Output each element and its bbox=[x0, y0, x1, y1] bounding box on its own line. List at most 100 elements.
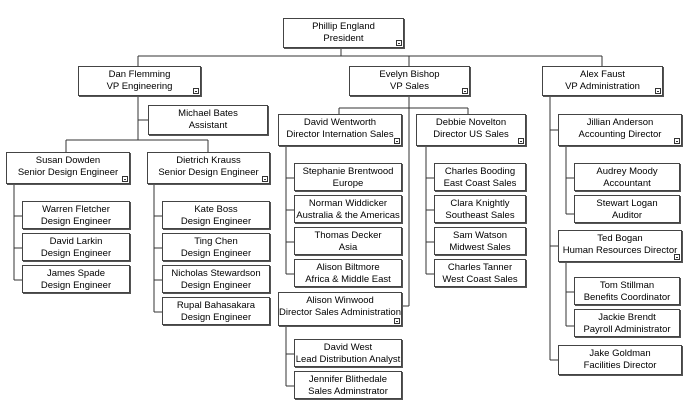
node-david-wentworth[interactable]: David Wentworth Director Internation Sal… bbox=[278, 114, 402, 146]
node-thomas-decker[interactable]: Thomas Decker Asia bbox=[294, 227, 402, 255]
node-jackie-brendt[interactable]: Jackie Brendt Payroll Administrator bbox=[574, 309, 680, 337]
node-sam-watson[interactable]: Sam Watson Midwest Sales bbox=[434, 227, 526, 255]
node-title: President bbox=[323, 33, 364, 44]
node-name: Jake Goldman bbox=[589, 348, 651, 359]
node-name: Sam Watson bbox=[452, 230, 508, 241]
node-stephanie-brentwood[interactable]: Stephanie Brentwood Europe bbox=[294, 163, 402, 191]
node-title: Design Engineer bbox=[40, 216, 112, 227]
node-alex-faust[interactable]: Alex Faust VP Administration bbox=[542, 66, 663, 96]
node-jennifer-blithedale[interactable]: Jennifer Blithedale Sales Adminstrator bbox=[294, 371, 402, 399]
node-name: Alex Faust bbox=[580, 69, 625, 80]
node-name: Stewart Logan bbox=[596, 198, 658, 209]
node-name: Jillian Anderson bbox=[586, 117, 654, 128]
node-title: Asia bbox=[338, 242, 358, 253]
node-alison-winwood[interactable]: Alison Winwood Director Sales Administra… bbox=[278, 292, 402, 326]
node-name: Alison Biltmore bbox=[316, 262, 380, 273]
node-name: Stephanie Brentwood bbox=[302, 166, 394, 177]
node-jake-goldman[interactable]: Jake Goldman Facilities Director bbox=[558, 345, 682, 375]
node-charles-booding[interactable]: Charles Booding East Coast Sales bbox=[434, 163, 526, 191]
node-audrey-moody[interactable]: Audrey Moody Accountant bbox=[574, 163, 680, 191]
node-title: West Coast Sales bbox=[442, 274, 518, 285]
node-title: Sales Adminstrator bbox=[308, 386, 388, 397]
node-name: Charles Booding bbox=[444, 166, 516, 177]
node-rupal-bahasakara[interactable]: Rupal Bahasakara Design Engineer bbox=[162, 297, 270, 325]
node-title: Accounting Director bbox=[578, 129, 662, 140]
node-title: East Coast Sales bbox=[443, 178, 517, 189]
collapse-icon[interactable] bbox=[193, 88, 199, 94]
node-title: Facilities Director bbox=[583, 360, 657, 371]
node-michael-bates[interactable]: Michael Bates Assistant bbox=[148, 105, 268, 135]
node-title: Auditor bbox=[611, 210, 643, 221]
node-title: Southeast Sales bbox=[445, 210, 515, 221]
node-name: David West bbox=[323, 342, 373, 353]
node-kate-boss[interactable]: Kate Boss Design Engineer bbox=[162, 201, 270, 229]
node-dietrich-krauss[interactable]: Dietrich Krauss Senior Design Engineer bbox=[147, 152, 270, 184]
node-clara-knightly[interactable]: Clara Knightly Southeast Sales bbox=[434, 195, 526, 223]
node-name: Phillip England bbox=[312, 21, 375, 32]
node-title: Midwest Sales bbox=[449, 242, 511, 253]
node-name: James Spade bbox=[46, 268, 106, 279]
collapse-icon[interactable] bbox=[462, 88, 468, 94]
node-warren-fletcher[interactable]: Warren Fletcher Design Engineer bbox=[22, 201, 130, 229]
node-name: Norman Widdicker bbox=[308, 198, 388, 209]
collapse-icon[interactable] bbox=[394, 318, 400, 324]
node-james-spade[interactable]: James Spade Design Engineer bbox=[22, 265, 130, 293]
node-name: David Larkin bbox=[49, 236, 103, 247]
collapse-icon[interactable] bbox=[674, 138, 680, 144]
node-title: Senior Design Engineer bbox=[17, 167, 119, 178]
collapse-icon[interactable] bbox=[518, 138, 524, 144]
node-title: Design Engineer bbox=[180, 280, 252, 291]
node-stewart-logan[interactable]: Stewart Logan Auditor bbox=[574, 195, 680, 223]
node-title: Design Engineer bbox=[180, 248, 252, 259]
node-title: VP Sales bbox=[390, 81, 429, 92]
node-name: David Wentworth bbox=[303, 117, 377, 128]
collapse-icon[interactable] bbox=[394, 138, 400, 144]
node-norman-widdicker[interactable]: Norman Widdicker Australia & the America… bbox=[294, 195, 402, 223]
node-name: Audrey Moody bbox=[596, 166, 658, 177]
node-name: Charles Tanner bbox=[447, 262, 513, 273]
node-title: Design Engineer bbox=[40, 280, 112, 291]
node-alison-biltmore[interactable]: Alison Biltmore Africa & Middle East bbox=[294, 259, 402, 287]
node-name: Rupal Bahasakara bbox=[176, 300, 256, 311]
node-charles-tanner[interactable]: Charles Tanner West Coast Sales bbox=[434, 259, 526, 287]
node-david-west[interactable]: David West Lead Distribution Analyst bbox=[294, 339, 402, 367]
node-name: Ting Chen bbox=[194, 236, 238, 247]
node-debbie-novelton[interactable]: Debbie Novelton Director US Sales bbox=[416, 114, 526, 146]
node-name: Dan Flemming bbox=[108, 69, 171, 80]
node-nicholas-stewardson[interactable]: Nicholas Stewardson Design Engineer bbox=[162, 265, 270, 293]
node-susan-dowden[interactable]: Susan Dowden Senior Design Engineer bbox=[6, 152, 130, 184]
node-tom-stillman[interactable]: Tom Stillman Benefits Coordinator bbox=[574, 277, 680, 305]
node-title: VP Administration bbox=[565, 81, 640, 92]
node-phillip-england[interactable]: Phillip England President bbox=[283, 18, 404, 48]
node-evelyn-bishop[interactable]: Evelyn Bishop VP Sales bbox=[349, 66, 470, 96]
node-title: Payroll Administrator bbox=[583, 324, 671, 335]
node-ting-chen[interactable]: Ting Chen Design Engineer bbox=[162, 233, 270, 261]
node-title: Lead Distribution Analyst bbox=[295, 354, 401, 365]
collapse-icon[interactable] bbox=[122, 176, 128, 182]
node-ted-bogan[interactable]: Ted Bogan Human Resources Director bbox=[558, 230, 682, 262]
node-name: Kate Boss bbox=[194, 204, 238, 215]
node-title: Design Engineer bbox=[180, 312, 252, 323]
node-dan-flemming[interactable]: Dan Flemming VP Engineering bbox=[78, 66, 201, 96]
node-name: Debbie Novelton bbox=[435, 117, 507, 128]
collapse-icon[interactable] bbox=[655, 88, 661, 94]
node-name: Clara Knightly bbox=[450, 198, 510, 209]
node-david-larkin[interactable]: David Larkin Design Engineer bbox=[22, 233, 130, 261]
node-name: Nicholas Stewardson bbox=[171, 268, 261, 279]
node-name: Susan Dowden bbox=[35, 155, 101, 166]
node-jillian-anderson[interactable]: Jillian Anderson Accounting Director bbox=[558, 114, 682, 146]
node-title: Accountant bbox=[603, 178, 651, 189]
node-name: Warren Fletcher bbox=[42, 204, 110, 215]
collapse-icon[interactable] bbox=[262, 176, 268, 182]
node-title: Africa & Middle East bbox=[305, 274, 391, 285]
node-title: Australia & the Americas bbox=[296, 210, 400, 221]
collapse-icon[interactable] bbox=[396, 40, 402, 46]
node-title: Human Resources Director bbox=[562, 245, 678, 256]
collapse-icon[interactable] bbox=[674, 254, 680, 260]
node-title: Director Sales Administration bbox=[279, 307, 401, 318]
node-name: Jennifer Blithedale bbox=[308, 374, 388, 385]
node-title: Benefits Coordinator bbox=[583, 292, 671, 303]
node-name: Ted Bogan bbox=[597, 233, 643, 244]
node-name: Jackie Brendt bbox=[598, 312, 656, 323]
